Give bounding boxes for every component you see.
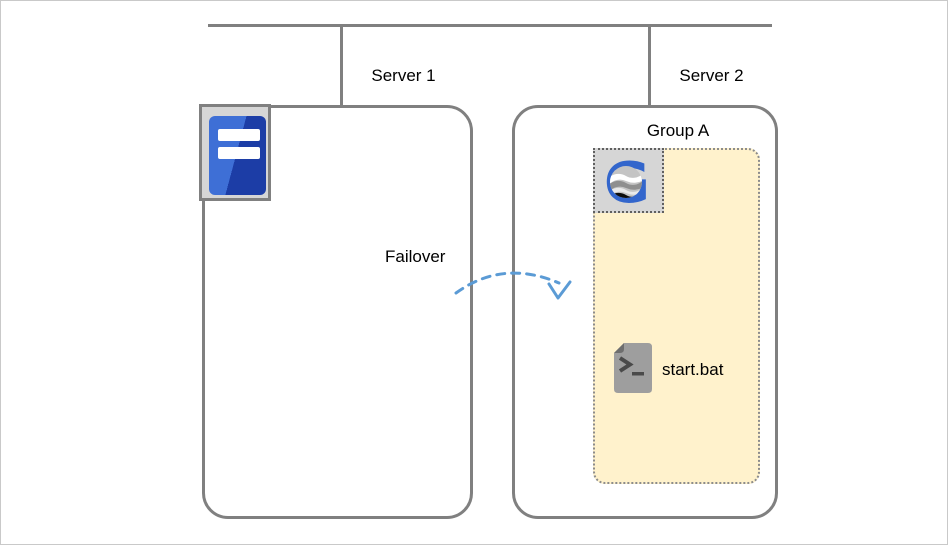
server-icon [209, 116, 266, 195]
script-file-icon [614, 343, 652, 393]
server-icon-slot-bar [218, 129, 260, 141]
network-bus-line [208, 24, 772, 27]
server2-drop-line [648, 24, 651, 107]
script-file-label: start.bat [662, 360, 724, 379]
server1-label: Server 1 [371, 66, 436, 85]
app-globe-icon-tray: G [593, 148, 664, 213]
server-icon-tray [199, 104, 271, 201]
server1-drop-line [340, 24, 343, 107]
failover-arrow [454, 271, 572, 300]
server-icon-slot-bar [218, 147, 260, 159]
group-a-label: Group A [646, 121, 710, 140]
failover-label: Failover [385, 247, 446, 266]
failover-arrowhead [547, 280, 572, 300]
app-globe-icon: G [604, 151, 650, 211]
server2-label: Server 2 [679, 66, 744, 85]
